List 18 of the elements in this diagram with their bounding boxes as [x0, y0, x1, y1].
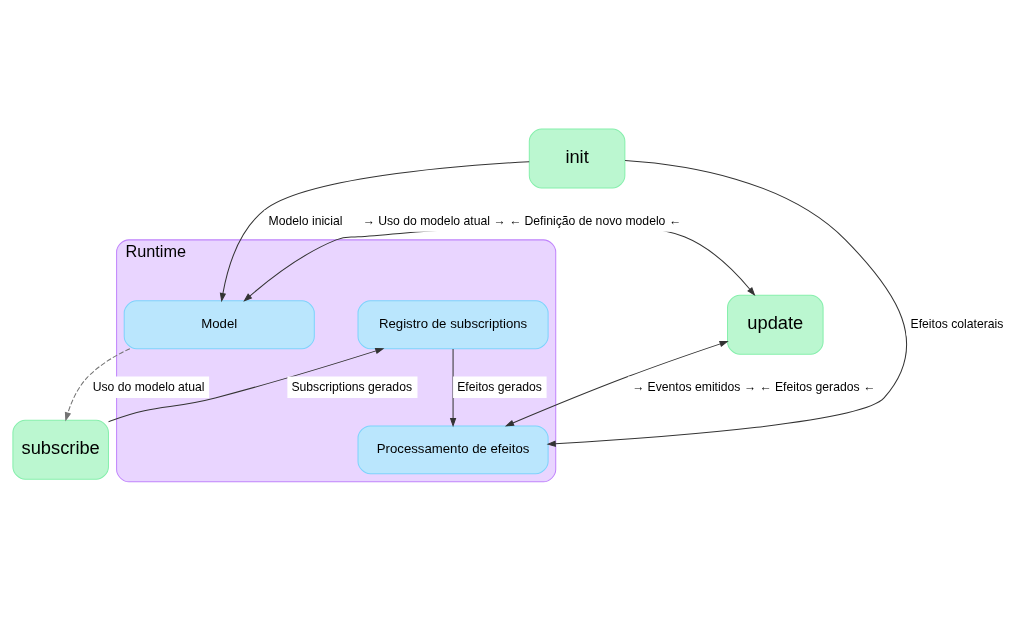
node-box: Registro de subscriptions: [357, 299, 549, 349]
arrow: [449, 347, 457, 427]
node-box: Model: [123, 299, 315, 349]
edge-label: Modelo inicial: [268, 213, 343, 228]
node-box: subscribe: [12, 419, 109, 480]
edge-label: Efeitos gerados: [457, 379, 542, 394]
edge-label: Subscriptions gerados: [291, 379, 413, 394]
arrow: [219, 160, 530, 302]
arrow: [107, 347, 385, 422]
edge-label: → Uso do modelo atual → ← Definição de novo modelo ←: [362, 213, 681, 228]
node-box: init: [528, 128, 626, 189]
node-box: Processamento de efeitos: [357, 424, 549, 474]
arrow: [504, 340, 729, 426]
arrow: [546, 159, 908, 447]
edge-label: Efeitos colaterais: [910, 316, 1004, 331]
node-box: update: [727, 294, 824, 355]
arrow: [64, 347, 131, 422]
edge-label: → Eventos emitidos → ← Efeitos gerados ←: [631, 379, 876, 394]
